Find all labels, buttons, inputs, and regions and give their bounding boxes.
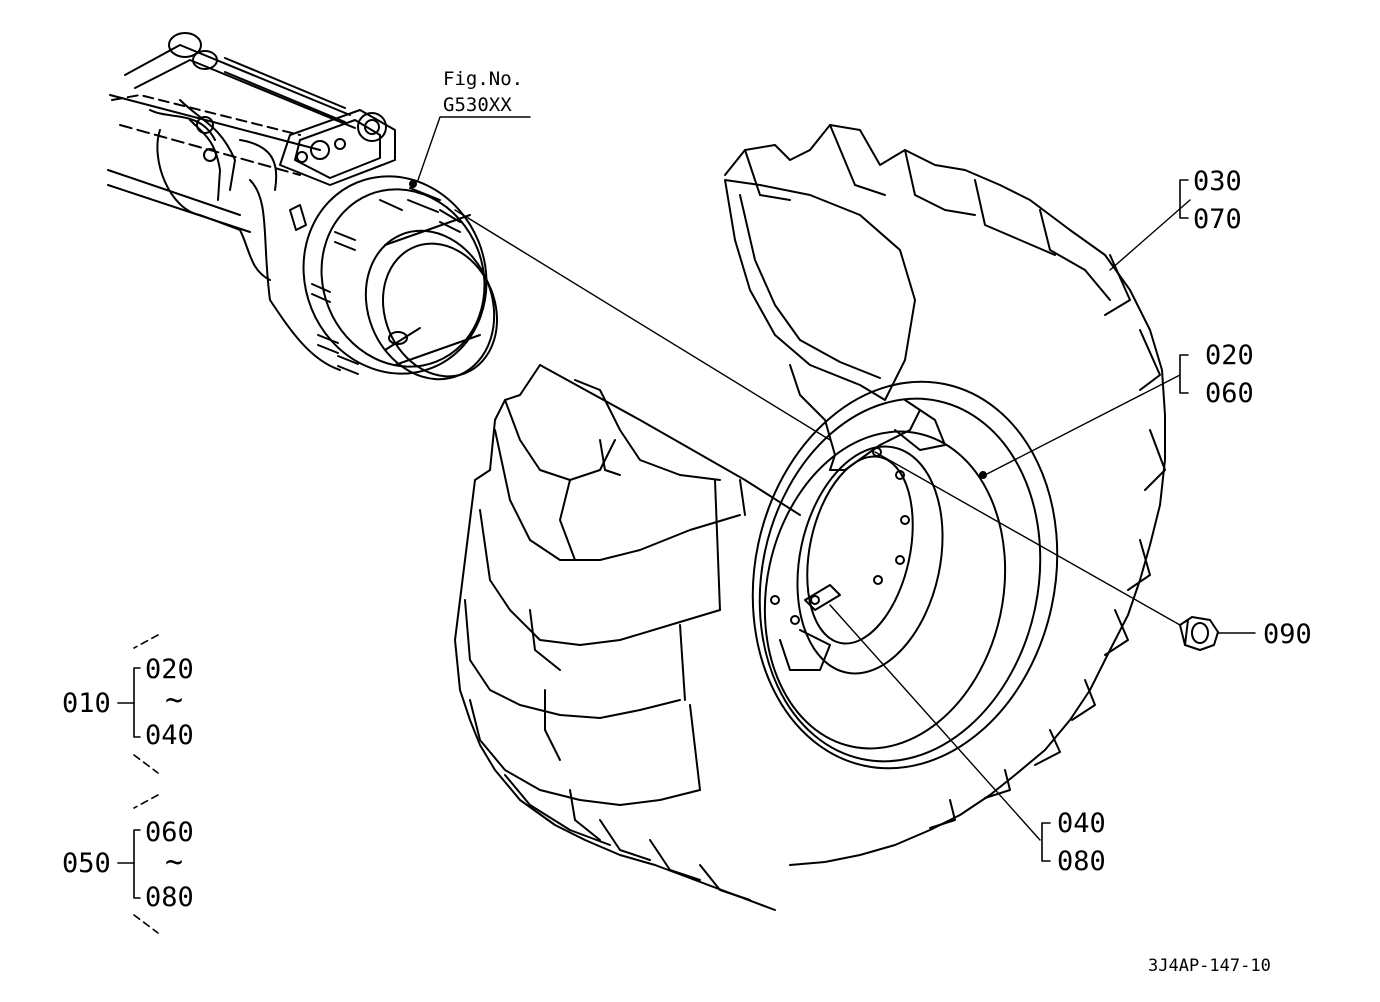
assembly-010-sep: ~ bbox=[165, 683, 184, 718]
assembly-050-id[interactable]: 050 bbox=[62, 848, 111, 879]
tire-outer bbox=[454, 124, 1166, 911]
callout-brackets bbox=[117, 179, 1189, 934]
callout-090[interactable]: 090 bbox=[1263, 619, 1312, 650]
wheel-rim bbox=[751, 364, 1059, 770]
callout-040[interactable]: 040 bbox=[1057, 808, 1106, 839]
assembly-010-id[interactable]: 010 bbox=[62, 688, 111, 719]
fig-no-label: Fig.No. bbox=[443, 68, 524, 90]
axle-hub-assembly bbox=[107, 32, 499, 381]
assembly-050-sep: ~ bbox=[165, 845, 184, 880]
fig-no-value[interactable]: G530XX bbox=[443, 96, 512, 115]
callout-070[interactable]: 070 bbox=[1193, 204, 1242, 235]
fig-no-value-text: G530XX bbox=[443, 94, 512, 116]
callout-060[interactable]: 060 bbox=[1205, 378, 1254, 409]
leader-lines bbox=[417, 116, 1256, 841]
assembly-050-from[interactable]: 060 bbox=[145, 817, 194, 848]
wheel-nut bbox=[1179, 616, 1219, 651]
assembly-010-from[interactable]: 020 bbox=[145, 654, 194, 685]
assembly-010-to[interactable]: 040 bbox=[145, 720, 194, 751]
drawing-code: 3J4AP-147-10 bbox=[1148, 956, 1271, 976]
assembly-050-to[interactable]: 080 bbox=[145, 882, 194, 913]
callout-020[interactable]: 020 bbox=[1205, 340, 1254, 371]
callout-030[interactable]: 030 bbox=[1193, 166, 1242, 197]
callout-080[interactable]: 080 bbox=[1057, 846, 1106, 877]
